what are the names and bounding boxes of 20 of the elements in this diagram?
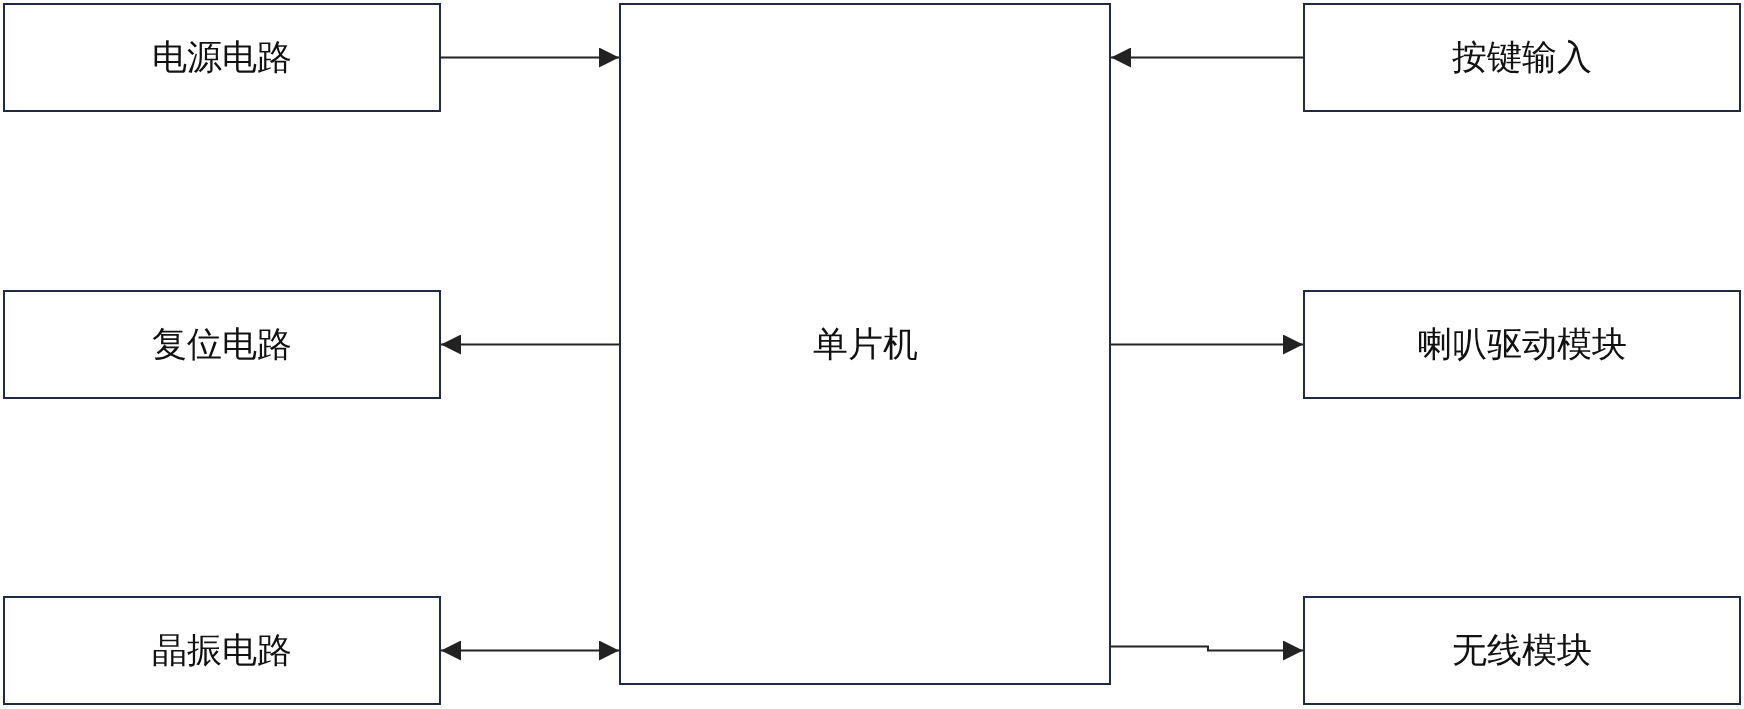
- module-box: [1303, 290, 1741, 399]
- box-label: 电源电路: [152, 36, 292, 79]
- box-label: 按键输入: [1452, 36, 1592, 79]
- module-box: [3, 596, 441, 705]
- module-box: [1303, 3, 1741, 112]
- arrow: [1110, 640, 1304, 661]
- controller-box: [619, 3, 1111, 685]
- module-box: [1303, 596, 1741, 705]
- box-label: 单片机: [812, 322, 918, 366]
- box-label: 喇叭驱动模块: [1417, 323, 1627, 366]
- arrow: [1110, 47, 1304, 68]
- box-label: 无线模块: [1452, 629, 1592, 672]
- box-label: 晶振电路: [152, 629, 292, 672]
- box-label: 复位电路: [152, 323, 292, 366]
- arrow: [440, 640, 620, 661]
- module-box: [3, 290, 441, 399]
- arrow: [1110, 334, 1304, 355]
- arrow: [440, 334, 620, 355]
- arrow: [440, 47, 620, 68]
- module-box: [3, 3, 441, 112]
